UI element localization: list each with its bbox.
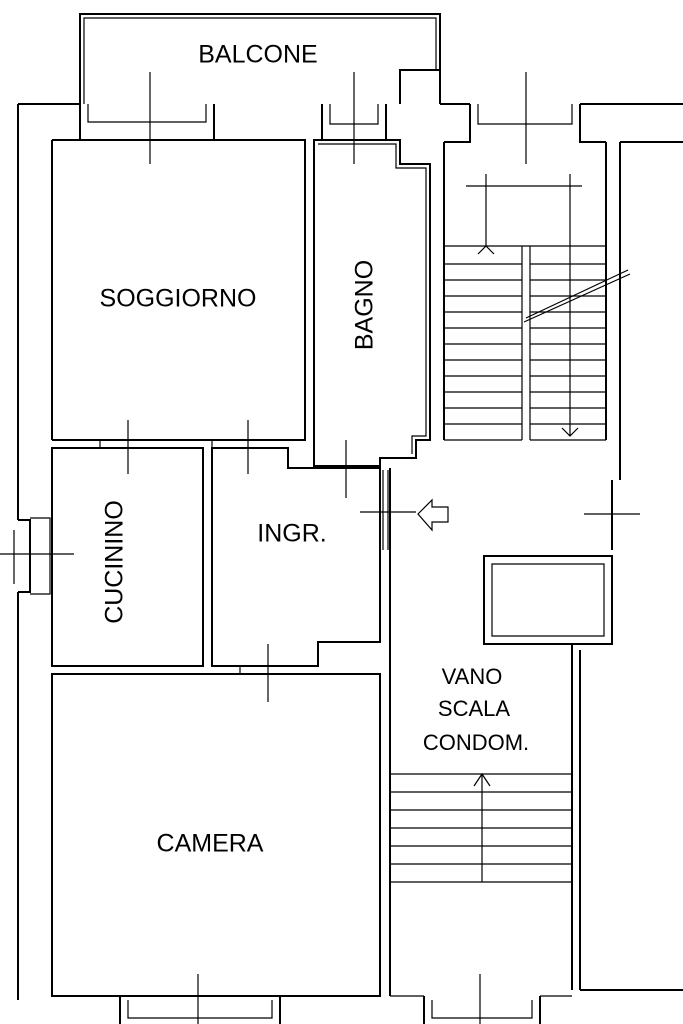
label-balcone: BALCONE <box>198 41 317 69</box>
label-scala: SCALA <box>438 696 510 721</box>
room-bagno: BAGNO <box>313 139 431 498</box>
window-bagno <box>314 72 400 164</box>
label-vano: VANO <box>442 664 503 689</box>
label-soggiorno: SOGGIORNO <box>100 285 257 313</box>
room-ingresso: INGR. <box>211 447 416 667</box>
window-stair <box>444 72 606 164</box>
window-soggiorno <box>52 72 305 164</box>
room-cucinino: CUCININO <box>0 447 204 667</box>
outer-walls <box>17 103 683 1000</box>
label-camera: CAMERA <box>157 830 264 858</box>
room-soggiorno: SOGGIORNO <box>52 139 306 474</box>
label-ingresso: INGR. <box>257 520 326 548</box>
room-camera: CAMERA <box>51 644 381 1024</box>
label-cucinino: CUCININO <box>101 500 129 624</box>
stairwell-lower: VANO SCALA CONDOM. <box>389 468 640 1024</box>
balcony <box>79 13 441 104</box>
stairwell-upper <box>443 142 631 441</box>
entrance-arrow-icon <box>417 498 449 532</box>
label-bagno: BAGNO <box>351 260 379 350</box>
label-condom: CONDOM. <box>423 730 529 755</box>
